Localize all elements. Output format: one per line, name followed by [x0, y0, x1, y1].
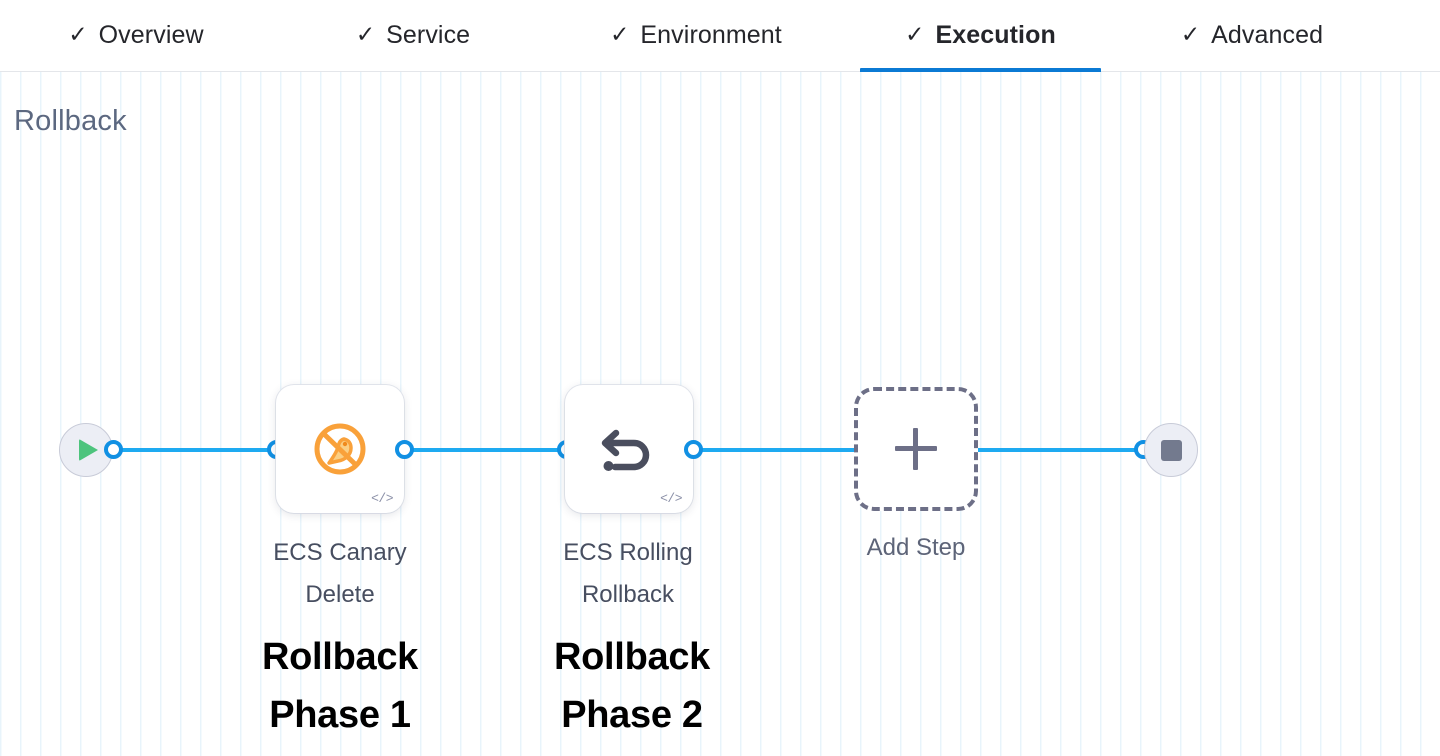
check-icon: ✓ — [1180, 21, 1201, 47]
connector-wire-addstep-to-end — [976, 448, 1160, 452]
connector-wire-start-to-step1 — [104, 448, 286, 452]
ecs-canary-delete-icon — [314, 423, 366, 475]
tab-label: Execution — [935, 21, 1056, 49]
tab-service[interactable]: ✓ Service — [332, 0, 494, 72]
check-icon: ✓ — [905, 21, 925, 47]
step-label-ecs-canary-delete: ECS Canary Delete — [273, 539, 407, 608]
port-step2-out[interactable] — [684, 440, 703, 459]
tab-label: Overview — [98, 21, 204, 49]
tab-advanced[interactable]: ✓ Advanced — [1156, 0, 1348, 72]
pipeline-canvas[interactable]: Rollback </> ECS Canary Delete Rollback … — [0, 72, 1440, 756]
step-node-ecs-canary-delete[interactable]: </> — [276, 385, 404, 513]
tab-overview[interactable]: ✓ Overview — [46, 0, 226, 72]
end-node[interactable] — [1144, 423, 1198, 477]
tab-label: Advanced — [1211, 21, 1324, 49]
plus-icon — [895, 428, 937, 470]
port-step1-out[interactable] — [395, 440, 414, 459]
tab-execution[interactable]: ✓ Execution — [860, 0, 1101, 73]
step-label-ecs-rolling-rollback: ECS Rolling Rollback — [563, 539, 693, 608]
check-icon: ✓ — [355, 21, 376, 47]
check-icon: ✓ — [610, 21, 630, 47]
annotation-rollback-phase-2: Rollback Phase 2 — [554, 636, 710, 736]
add-step-label: Add Step — [866, 534, 966, 561]
connector-wire-step1-to-step2 — [395, 448, 577, 452]
code-badge-icon[interactable]: </> — [371, 491, 393, 506]
stop-icon — [1160, 439, 1182, 461]
tab-label: Environment — [640, 21, 782, 49]
add-step-button[interactable] — [854, 387, 978, 511]
annotation-rollback-phase-1: Rollback Phase 1 — [262, 636, 418, 736]
port-start-out[interactable] — [104, 440, 123, 459]
step-node-ecs-rolling-rollback[interactable]: </> — [565, 385, 693, 513]
wizard-tab-bar: ✓ Overview ✓ Service ✓ Environment ✓ Exe… — [0, 0, 1440, 73]
rollback-undo-icon — [601, 429, 650, 471]
check-icon: ✓ — [68, 21, 88, 47]
code-badge-icon[interactable]: </> — [660, 491, 682, 506]
tab-environment[interactable]: ✓ Environment — [588, 0, 804, 72]
canvas-title: Rollback — [14, 105, 127, 137]
tab-label: Service — [386, 21, 471, 49]
play-icon — [79, 439, 98, 461]
connector-wire-step2-to-addstep — [684, 448, 866, 452]
